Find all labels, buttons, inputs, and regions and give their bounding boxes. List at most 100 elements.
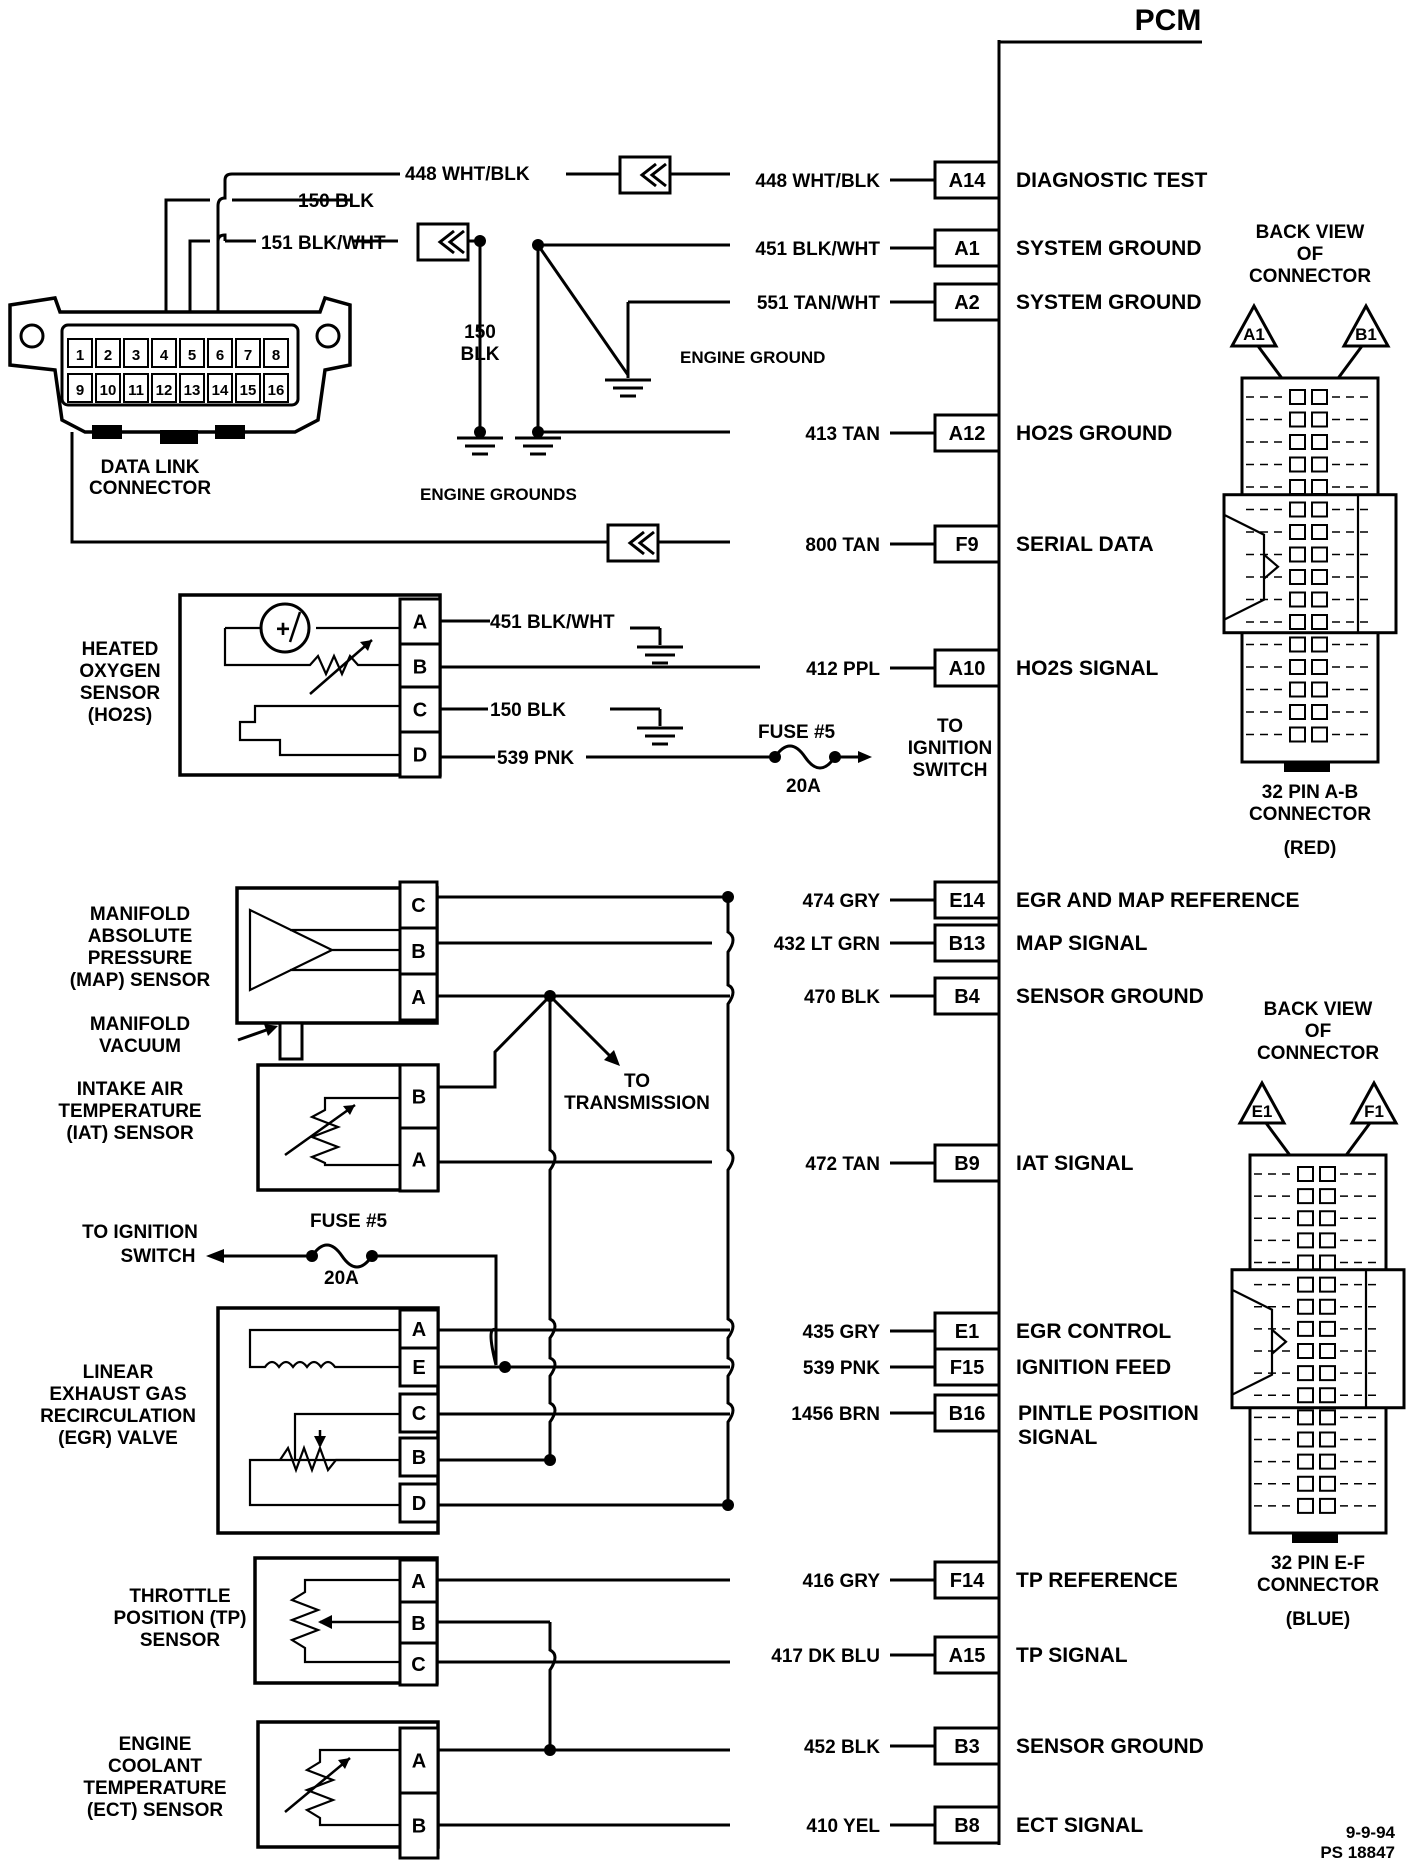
ho2s-wire-d-label: 539 PNK — [497, 748, 574, 769]
map-pin-b: B — [411, 941, 425, 963]
connector_ab-header: BACK VIEW — [1256, 222, 1365, 243]
dlc-pin: 11 — [128, 382, 144, 399]
circuit-label: SERIAL DATA — [1016, 533, 1154, 556]
footer-date: 9-9-94 — [1346, 1823, 1396, 1842]
circuit-label: ECT SIGNAL — [1016, 1814, 1143, 1837]
vacuum-label-line2: VACUUM — [99, 1036, 181, 1057]
circuit-label: HO2S GROUND — [1016, 422, 1172, 445]
pcm-pin-label: A1 — [954, 238, 980, 260]
ho2s-pin-d: D — [413, 745, 427, 767]
tp-label-line1: THROTTLE — [129, 1586, 230, 1607]
engine-grounds-label: ENGINE GROUNDS — [420, 485, 577, 504]
circuit-label: IGNITION FEED — [1016, 1356, 1171, 1379]
pcm-pin-label: B8 — [954, 1815, 980, 1837]
egr-to-line1: TO IGNITION — [82, 1222, 198, 1243]
pcm-row-a1: 451 BLK/WHT A1 SYSTEM GROUND — [755, 228, 1202, 268]
dlc-pin: 14 — [212, 382, 229, 399]
egr-pin-e: E — [412, 1357, 425, 1379]
wire-label: 451 BLK/WHT — [755, 239, 880, 260]
circuit-label: PINTLE POSITION — [1018, 1402, 1199, 1425]
ho2s-fuse-label: FUSE #5 — [758, 722, 836, 743]
wire-label: 413 TAN — [805, 424, 880, 445]
wire-label: 539 PNK — [803, 1358, 880, 1379]
wire-label: 435 GRY — [803, 1322, 881, 1343]
ho2s-to-line1: TO — [937, 716, 963, 737]
circuit-label: HO2S SIGNAL — [1016, 657, 1159, 680]
pcm-row-a10: 412 PPL A10 HO2S SIGNAL — [806, 648, 1159, 688]
wire-label: 800 TAN — [805, 535, 880, 556]
wire-label: 410 YEL — [806, 1816, 880, 1837]
dlc-pin: 16 — [268, 382, 285, 399]
egr-pin-c: C — [412, 1403, 426, 1425]
ho2s-heater-symbol: + — [223, 602, 400, 757]
connector_ab-pin-marker: A1 — [1243, 325, 1265, 344]
pcm-pin-label: A10 — [949, 658, 986, 680]
pcm-row-a12: 413 TAN A12 HO2S GROUND — [805, 413, 1172, 453]
wire-label: 412 PPL — [806, 659, 880, 680]
egr-label-line3: RECIRCULATION — [40, 1406, 196, 1427]
iat-pin-a: A — [412, 1150, 426, 1172]
dlc-pin: 2 — [104, 347, 112, 364]
map-sensor: CBA MANIFOLD ABSOLUTE PRESSURE (MAP) SEN… — [70, 880, 439, 1061]
connector_ef-header: OF — [1305, 1021, 1331, 1042]
map-label-line1: MANIFOLD — [90, 904, 190, 925]
connector_ab-header: OF — [1297, 244, 1323, 265]
circuit-label: SYSTEM GROUND — [1016, 237, 1202, 260]
to-transmission-line1: TO — [624, 1071, 650, 1092]
connector_ef-header: CONNECTOR — [1257, 1043, 1379, 1064]
map-label-line2: ABSOLUTE — [88, 926, 193, 947]
vacuum-label-line1: MANIFOLD — [90, 1014, 190, 1035]
dlc-pin: 1 — [76, 347, 84, 364]
ho2s-fuse-rating: 20A — [786, 776, 821, 797]
connector_ef-pin-marker: E1 — [1252, 1102, 1273, 1121]
iat-pin-column: BA — [398, 1063, 440, 1193]
egr-label-line2: EXHAUST GAS — [49, 1384, 186, 1405]
egr-fuse-label: FUSE #5 — [310, 1211, 388, 1232]
connector_ab-footer: 32 PIN A-B — [1262, 782, 1358, 803]
connector_ab-footer: (RED) — [1284, 838, 1337, 859]
circuit-label: TP SIGNAL — [1016, 1644, 1128, 1667]
pcm-pin-label: B9 — [954, 1153, 980, 1175]
ect-pin-column: AB — [398, 1726, 440, 1860]
ect-label-line1: ENGINE — [119, 1734, 192, 1755]
map-label-line4: (MAP) SENSOR — [70, 970, 211, 991]
wire-label: 1456 BRN — [791, 1404, 880, 1425]
egr-fuse-rating: 20A — [324, 1268, 359, 1289]
dlc-pin: 5 — [188, 347, 196, 364]
circuit-label: SENSOR GROUND — [1016, 1735, 1204, 1758]
connector_ab-pin-marker: B1 — [1355, 325, 1377, 344]
iat-sensor: BA INTAKE AIR TEMPERATURE (IAT) SENSOR T… — [58, 1063, 710, 1193]
circuit-label: EGR AND MAP REFERENCE — [1016, 889, 1300, 912]
ho2s-wire-c-label: 150 BLK — [490, 700, 566, 721]
circuit-label: SIGNAL — [1018, 1426, 1098, 1449]
inline-connector-ground — [416, 222, 480, 262]
ect-label-line3: TEMPERATURE — [83, 1778, 226, 1799]
connector_ef-footer: (BLUE) — [1286, 1609, 1350, 1630]
wire-label: 470 BLK — [804, 987, 880, 1008]
pcm-title: PCM — [1135, 4, 1202, 37]
pcm-pin-label: E14 — [949, 890, 985, 912]
egr-label-line1: LINEAR — [83, 1362, 154, 1383]
ho2s-label-line2: OXYGEN — [79, 661, 160, 682]
inline-connector-serial — [606, 523, 730, 563]
wire-label: 452 BLK — [804, 1737, 880, 1758]
ho2s-pin-c: C — [413, 700, 427, 722]
wire-label: 474 GRY — [803, 891, 881, 912]
pcm-pin-label: A12 — [949, 423, 986, 445]
ground-wire-150-line1: 150 — [464, 322, 496, 343]
ect-pin-b: B — [412, 1816, 426, 1838]
ect-label-line4: (ECT) SENSOR — [87, 1800, 223, 1821]
ect-label-line2: COOLANT — [108, 1756, 202, 1777]
pcm-row-e14: 474 GRY E14 EGR AND MAP REFERENCE — [803, 880, 1300, 920]
connector_ef-pin-marker: F1 — [1364, 1102, 1384, 1121]
